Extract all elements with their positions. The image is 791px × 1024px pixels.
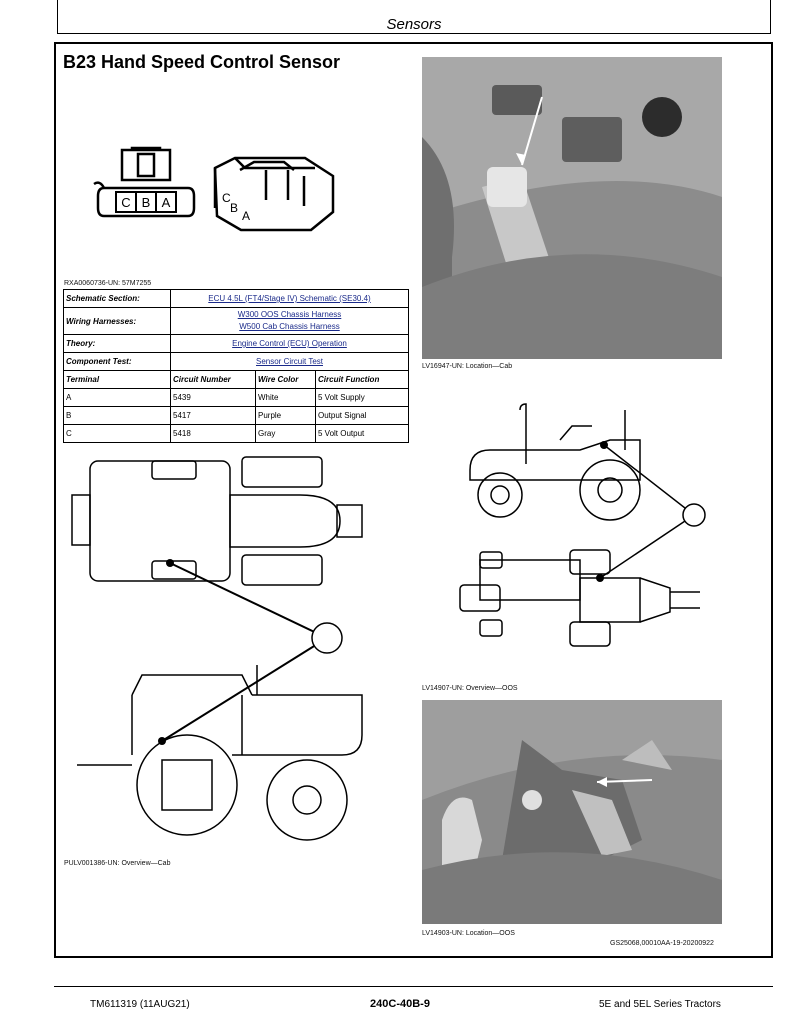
pin-c-label: C — [121, 195, 130, 210]
photo-oos-location — [422, 700, 722, 924]
page-title: B23 Hand Speed Control Sensor — [63, 52, 341, 72]
caption-oos-photo: LV14903-UN: Location—OOS — [422, 930, 515, 937]
document-id: GS25068,00010AA-19-20200922 — [610, 940, 714, 947]
schematic-section-label: Schematic Section: — [63, 289, 171, 308]
connector-diagram: C B A C B A — [93, 146, 335, 232]
component-test-label: Component Test: — [63, 352, 171, 371]
section-header: Sensors — [386, 16, 442, 33]
figure-ref: RXA0060736-UN: 57M7255 — [64, 280, 152, 287]
oos-photo-illustration — [422, 700, 722, 924]
content-frame — [54, 42, 773, 958]
table-row: B 5417 Purple Output Signal — [63, 406, 409, 425]
header-frame — [57, 0, 771, 34]
footer-series: 5E and 5EL Series Tractors — [599, 999, 721, 1010]
schematic-link[interactable]: ECU 4.5L (FT4/Stage IV) Schematic (SE30.… — [208, 294, 371, 303]
wiring-harnesses-label: Wiring Harnesses: — [63, 307, 171, 335]
harness-link-w500[interactable]: W500 Cab Chassis Harness — [239, 322, 340, 331]
harness-link-w300[interactable]: W300 OOS Chassis Harness — [237, 310, 342, 319]
side-pin-a-label: A — [242, 209, 250, 223]
sensor-info-table: Schematic Section: ECU 4.5L (FT4/Stage I… — [63, 289, 409, 443]
col-wire-color: Wire Color — [255, 370, 316, 389]
col-circuit-number: Circuit Number — [170, 370, 256, 389]
theory-link[interactable]: Engine Control (ECU) Operation — [232, 339, 347, 348]
component-test-link[interactable]: Sensor Circuit Test — [256, 357, 323, 366]
caption-cab-overview: PULV001386-UN: Overview—Cab — [64, 860, 171, 867]
table-row: C 5418 Gray 5 Volt Output — [63, 424, 409, 443]
oos-overview-diagram — [459, 403, 706, 647]
footer-divider — [54, 986, 773, 987]
theory-label: Theory: — [63, 334, 171, 353]
footer-manual-id: TM611319 (11AUG21) — [90, 999, 190, 1010]
pin-a-label: A — [162, 195, 171, 210]
side-pin-c-label: C — [222, 191, 231, 205]
footer-page-number: 240C-40B-9 — [370, 998, 430, 1010]
cab-photo-illustration — [422, 57, 722, 359]
side-pin-b-label: B — [230, 201, 238, 215]
photo-cab-location — [422, 57, 722, 359]
caption-oos-overview: LV14907-UN: Overview—OOS — [422, 685, 518, 692]
pin-b-label: B — [142, 195, 151, 210]
col-terminal: Terminal — [63, 370, 171, 389]
col-circuit-function: Circuit Function — [315, 370, 409, 389]
cab-overview-diagram — [71, 456, 363, 841]
table-row: A 5439 White 5 Volt Supply — [63, 388, 409, 407]
caption-cab-photo: LV16947-UN: Location—Cab — [422, 363, 513, 370]
